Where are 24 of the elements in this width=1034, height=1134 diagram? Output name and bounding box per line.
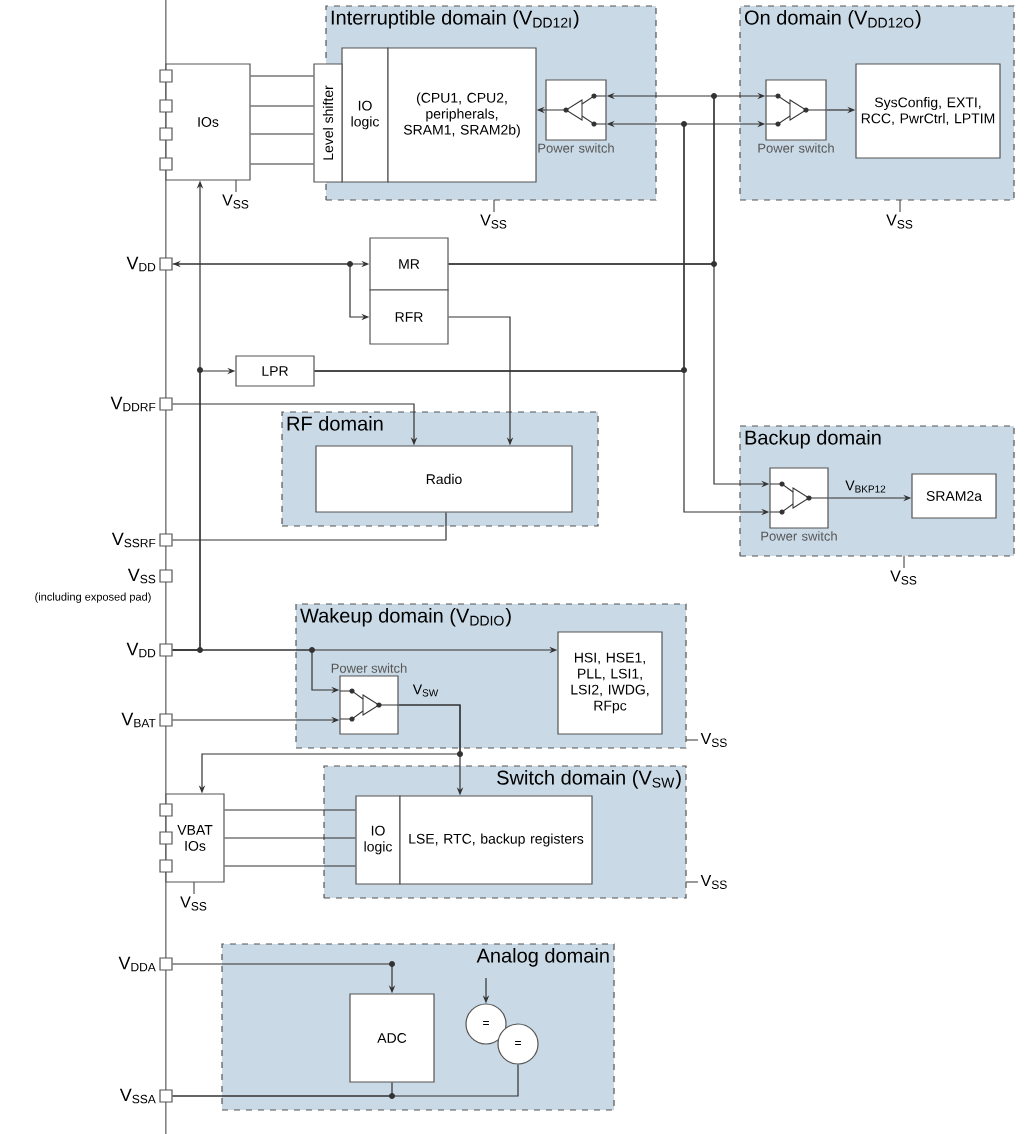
pin-label: V$_{SS}$ <box>127 568 156 584</box>
pin-label: V$_{DDRF}$ <box>110 396 156 412</box>
pin-label: V$_{SSRF}$ <box>111 532 156 548</box>
ground-label: V$_{SS}$ <box>480 199 507 229</box>
connector <box>250 105 314 107</box>
pin-label: V$_{DDA}$ <box>118 956 156 972</box>
connector <box>172 512 447 541</box>
ground-label: V$_{SS}$ <box>685 733 727 747</box>
pin-label: V$_{SSA}$ <box>119 1088 156 1104</box>
ground-label: V$_{SS}$ <box>886 199 913 229</box>
ground-label: V$_{SS}$ <box>180 881 207 911</box>
ground-label: V$_{SS}$ <box>890 555 917 585</box>
ground-label: V$_{SS}$ <box>222 179 249 209</box>
connector <box>224 865 356 867</box>
pin-label: V$_{DD}$ <box>126 256 156 272</box>
connector <box>250 75 314 77</box>
pin-label: V$_{DD}$ <box>126 642 156 658</box>
pin-label: V$_{BAT}$ <box>121 712 156 728</box>
connector <box>224 837 356 839</box>
ground-label: V$_{SS}$ <box>685 875 727 889</box>
connector <box>250 163 314 165</box>
connector <box>172 1064 519 1097</box>
connector <box>250 133 314 135</box>
connector <box>224 809 356 811</box>
